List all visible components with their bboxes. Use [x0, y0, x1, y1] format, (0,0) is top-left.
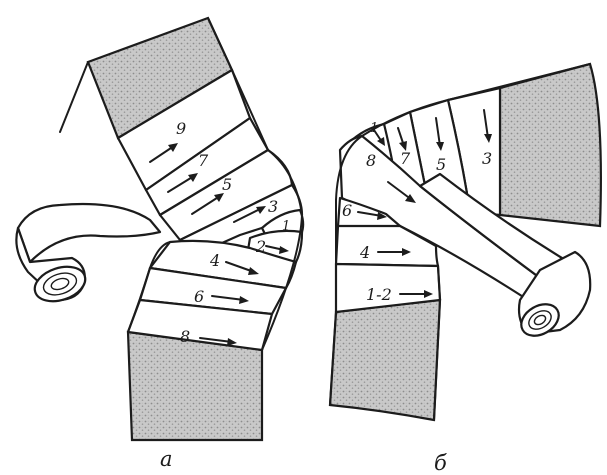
label-b-turn-4: 4	[359, 243, 370, 262]
caption-b: б	[434, 451, 447, 475]
label-a-turn-6: 6	[194, 287, 204, 306]
label-a-turn-5: 5	[222, 175, 232, 194]
figure-a-knee-bandage: 9 7 5 3 1 2 4 6 8 а	[16, 18, 303, 471]
label-b-turn-5: 5	[436, 155, 446, 174]
limb-outline-a-left	[60, 62, 88, 132]
caption-a: а	[160, 447, 173, 471]
label-a-turn-1: 1	[282, 219, 290, 234]
figure-b-shoulder-bandage: 1 7 5 3 8 6 4 1-2 б	[330, 64, 601, 475]
torso-skin-b	[500, 64, 601, 226]
label-a-turn-8: 8	[180, 327, 190, 346]
arm-skin-b	[330, 300, 440, 420]
label-b-turn-7: 7	[400, 149, 411, 168]
label-b-turn-1: 1	[370, 121, 378, 136]
label-b-turn-12: 1-2	[366, 285, 392, 304]
label-b-turn-3: 3	[482, 149, 492, 168]
label-a-turn-3: 3	[268, 197, 278, 216]
label-a-turn-7: 7	[198, 151, 209, 170]
label-a-turn-4: 4	[209, 251, 220, 270]
label-b-turn-8: 8	[366, 151, 376, 170]
label-a-turn-2: 2	[255, 237, 266, 256]
bandage-tail-a	[18, 204, 160, 262]
label-b-turn-6: 6	[342, 201, 352, 220]
label-a-turn-9: 9	[176, 119, 186, 138]
